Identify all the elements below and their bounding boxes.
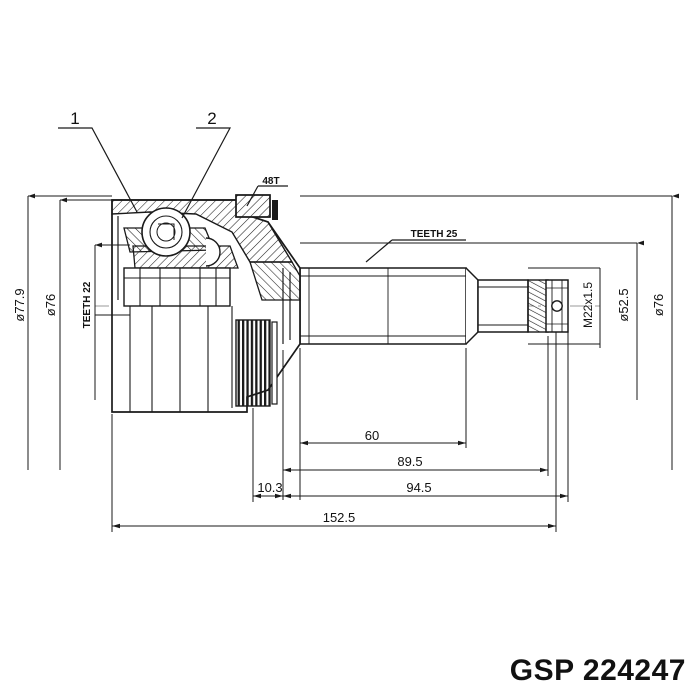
dim-m22x1-5-label: M22x1.5: [581, 282, 595, 328]
shaft-detail-lines: [300, 268, 528, 344]
threaded-end: [527, 279, 569, 333]
callout-leaders: [58, 127, 466, 263]
dim-d52-5-label: ø52.5: [616, 288, 631, 321]
drawing-body: 1 2 48T TEETH 25 ø77.9 ø76 TEETH 22 M22x…: [12, 109, 679, 532]
dim-152-5-label: 152.5: [323, 510, 356, 525]
callout-2-label: 2: [207, 109, 216, 128]
dim-d77-9-label: ø77.9: [12, 288, 27, 321]
bottom-dimension-lines: [111, 332, 569, 532]
callout-48t-label: 48T: [262, 176, 279, 187]
callout-1-label: 1: [70, 109, 79, 128]
dim-10-3-label: 10.3: [257, 480, 282, 495]
inner-spline-stub: [123, 267, 231, 307]
abs-tone-ring-48t: [235, 194, 278, 407]
dim-d76-left-label: ø76: [43, 294, 58, 316]
retainer-details: [111, 214, 291, 344]
dim-d76-right-label: ø76: [651, 294, 666, 316]
dim-teeth-22-label: TEETH 22: [82, 281, 93, 328]
right-dimension-lines: [300, 193, 679, 470]
dim-89-5-label: 89.5: [397, 454, 422, 469]
dim-60-label: 60: [365, 428, 379, 443]
watermark-gsp-partnumber: GSP 224247: [509, 654, 686, 687]
drive-shaft: [299, 267, 529, 345]
callout-teeth-25-label: TEETH 25: [411, 229, 458, 240]
shaft-end-hole: [551, 300, 563, 312]
dimension-text-layer: 1 2 48T TEETH 25 ø77.9 ø76 TEETH 22 M22x…: [12, 109, 666, 525]
joint-ball-bearing: [141, 207, 191, 257]
joint-ball-bearing-secondary: [205, 237, 221, 267]
dim-94-5-label: 94.5: [406, 480, 431, 495]
housing-lower-profile: [129, 306, 233, 412]
left-dimension-lines: [27, 193, 130, 470]
